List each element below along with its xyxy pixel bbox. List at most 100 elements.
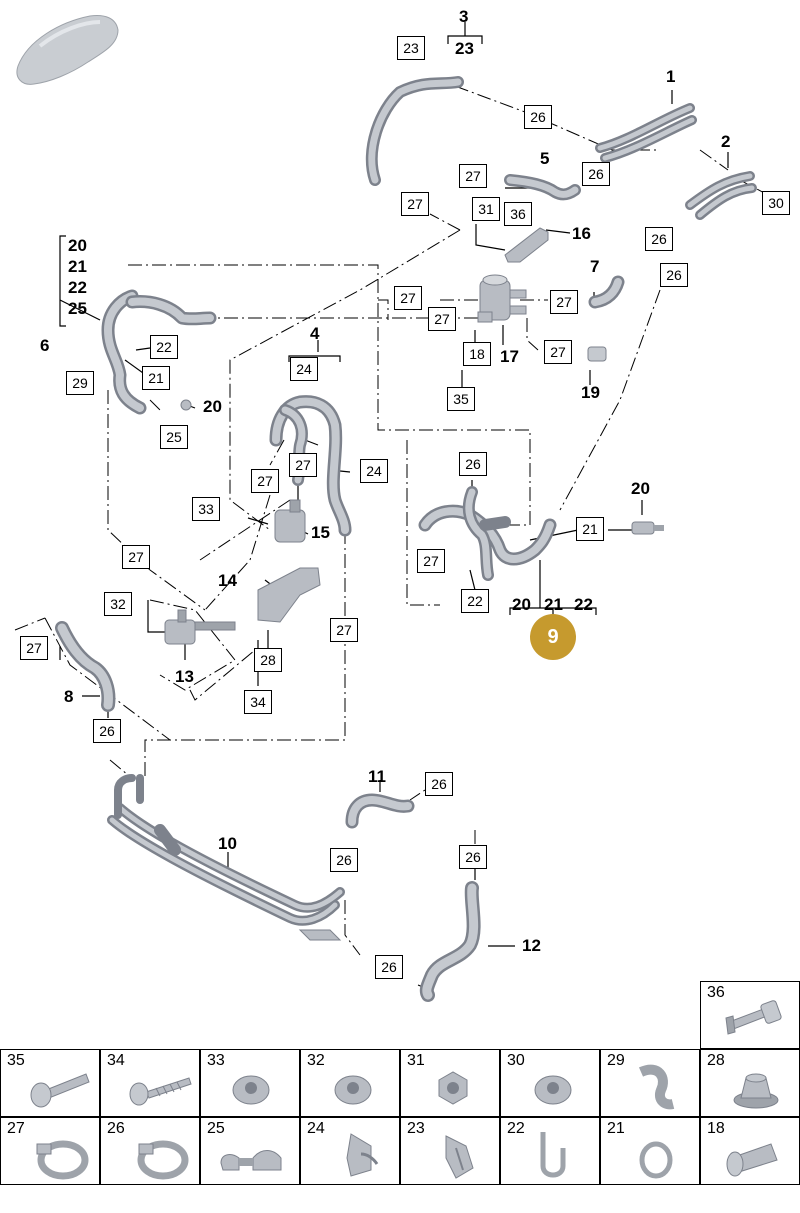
coolant-pump-icon — [274, 499, 306, 543]
callout-box[interactable]: 27 — [459, 164, 487, 188]
legend-part-number: 33 — [207, 1052, 225, 1069]
callout-box[interactable]: 26 — [660, 263, 688, 287]
legend-part-number: 25 — [207, 1120, 225, 1137]
part-number-4: 4 — [310, 324, 320, 343]
callout-box[interactable]: 31 — [472, 197, 500, 221]
callout-box[interactable]: 26 — [582, 162, 610, 186]
group-6-item: 20 — [68, 236, 87, 255]
legend-part-number: 29 — [607, 1052, 625, 1069]
part-number-19: 19 — [581, 383, 600, 402]
callout-box[interactable]: 21 — [576, 517, 604, 541]
legend-part-number: 23 — [407, 1120, 425, 1137]
flange-nut-icon — [232, 1075, 270, 1105]
part-number-2: 2 — [721, 132, 731, 151]
flange-nut-icon — [534, 1075, 572, 1105]
legend-cell[interactable]: 24 — [300, 1117, 400, 1185]
part-number-20: 20 — [203, 397, 222, 416]
callout-box[interactable]: 33 — [192, 497, 220, 521]
callout-box[interactable]: 27 — [544, 340, 572, 364]
legend-cell[interactable]: 18 — [700, 1117, 800, 1185]
car-silhouette-icon — [16, 15, 119, 85]
callout-box[interactable]: 26 — [425, 772, 453, 796]
callout-box[interactable]: 30 — [762, 191, 790, 215]
legend-part-number: 31 — [407, 1052, 425, 1069]
legend-cell[interactable]: 33 — [200, 1049, 300, 1117]
part-number-20: 20 — [631, 479, 650, 498]
callout-box[interactable]: 26 — [459, 452, 487, 476]
plug-icon — [587, 346, 607, 362]
callout-box[interactable]: 27 — [20, 636, 48, 660]
callout-box[interactable]: 22 — [461, 589, 489, 613]
legend-cell[interactable]: 23 — [400, 1117, 500, 1185]
callout-box[interactable]: 27 — [251, 469, 279, 493]
legend-cell[interactable]: 32 — [300, 1049, 400, 1117]
legend-cell[interactable]: 35 — [0, 1049, 100, 1117]
callout-box[interactable]: 27 — [394, 286, 422, 310]
hose-clamp-icon — [36, 1140, 89, 1180]
mounting-bracket-icon — [504, 227, 549, 263]
legend-part-number: 24 — [307, 1120, 325, 1137]
legend-part-number: 30 — [507, 1052, 525, 1069]
mounting-bracket-icon — [257, 567, 321, 623]
part-number-1: 1 — [666, 67, 676, 86]
legend-cell[interactable]: 26 — [100, 1117, 200, 1185]
part-number-14: 14 — [218, 571, 237, 590]
callout-box[interactable]: 24 — [290, 357, 318, 381]
part-number-17: 17 — [500, 347, 519, 366]
callout-box[interactable]: 27 — [401, 192, 429, 216]
bolt-icon — [725, 1000, 782, 1035]
part-number-11: 11 — [368, 767, 386, 786]
legend-part-number: 18 — [707, 1120, 725, 1137]
legend-part-number: 21 — [607, 1120, 625, 1137]
group-9-item: 22 — [574, 595, 593, 614]
legend-cell[interactable]: 34 — [100, 1049, 200, 1117]
callout-box[interactable]: 27 — [122, 545, 150, 569]
callout-box[interactable]: 22 — [150, 335, 178, 359]
callout-box[interactable]: 27 — [428, 307, 456, 331]
legend-cell[interactable]: 29 — [600, 1049, 700, 1117]
callout-box[interactable]: 23 — [397, 36, 425, 60]
retainer-clip-icon — [445, 1135, 474, 1179]
callout-box[interactable]: 28 — [254, 648, 282, 672]
hose-clamp-icon — [137, 1140, 189, 1180]
legend-part-number: 22 — [507, 1120, 525, 1137]
part-number-6: 6 — [40, 336, 50, 355]
coolant-hoses — [55, 76, 757, 1002]
legend-part-number: 27 — [7, 1120, 25, 1137]
callout-box[interactable]: 26 — [330, 848, 358, 872]
callout-box[interactable]: 27 — [289, 453, 317, 477]
legend-cell[interactable]: 31 — [400, 1049, 500, 1117]
callout-box[interactable]: 34 — [244, 690, 272, 714]
legend-cell[interactable]: 30 — [500, 1049, 600, 1117]
callout-box[interactable]: 25 — [160, 425, 188, 449]
mounting-bracket-icon — [298, 929, 342, 941]
callout-box[interactable]: 35 — [447, 387, 475, 411]
callout-box[interactable]: 36 — [504, 202, 532, 226]
callout-box[interactable]: 27 — [330, 618, 358, 642]
retainer-clip-icon — [220, 1150, 282, 1171]
callout-box[interactable]: 27 — [417, 549, 445, 573]
callout-box[interactable]: 26 — [645, 227, 673, 251]
part-number-8: 8 — [64, 687, 74, 706]
group-9-item: 21 — [544, 595, 563, 614]
components — [164, 227, 664, 941]
legend-part-number: 36 — [707, 984, 725, 1001]
callout-box[interactable]: 24 — [360, 459, 388, 483]
callout-box[interactable]: 18 — [463, 342, 491, 366]
callout-box[interactable]: 26 — [459, 845, 487, 869]
callout-box[interactable]: 21 — [142, 366, 170, 390]
callout-box[interactable]: 26 — [375, 955, 403, 979]
callout-box[interactable]: 26 — [524, 105, 552, 129]
callout-box[interactable]: 27 — [550, 290, 578, 314]
callout-box[interactable]: 29 — [66, 371, 94, 395]
legend-cell[interactable]: 28 — [700, 1049, 800, 1117]
legend-cell[interactable]: 22 — [500, 1117, 600, 1185]
legend-cell[interactable]: 25 — [200, 1117, 300, 1185]
callout-box[interactable]: 26 — [93, 719, 121, 743]
screw-icon — [129, 1077, 192, 1106]
callout-box[interactable]: 32 — [104, 592, 132, 616]
legend-cell[interactable]: 36 — [700, 981, 800, 1049]
legend-cell[interactable]: 21 — [600, 1117, 700, 1185]
legend-cell[interactable]: 27 — [0, 1117, 100, 1185]
group-6-item: 22 — [68, 278, 87, 297]
